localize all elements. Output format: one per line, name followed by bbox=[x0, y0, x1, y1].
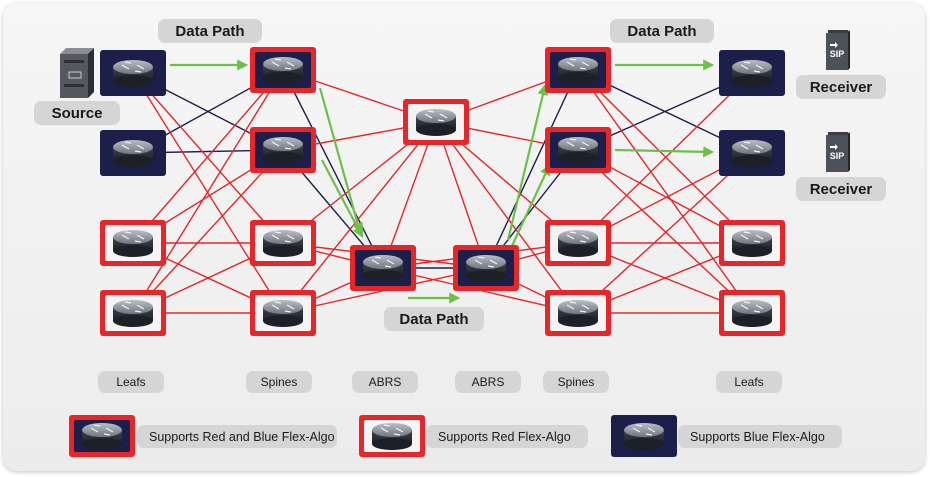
receiver-label-top: Receiver bbox=[796, 75, 886, 99]
router-icon bbox=[250, 127, 316, 173]
router-icon bbox=[350, 245, 416, 291]
legend-blue-icon bbox=[611, 415, 677, 457]
server-icon bbox=[60, 48, 94, 98]
router-icon bbox=[545, 47, 611, 93]
arrow-abr-to-spine-2 bbox=[511, 164, 551, 247]
column-label-abrs-left: ABRS bbox=[352, 371, 418, 393]
column-label-abrs-right: ABRS bbox=[455, 371, 521, 393]
legend-red-label: Supports Red Flex-Algo bbox=[426, 425, 588, 448]
nodes bbox=[100, 47, 785, 336]
svg-text:SIP: SIP bbox=[830, 151, 845, 161]
links-right-spine-leaf bbox=[577, 69, 753, 314]
column-label-spines-left: Spines bbox=[246, 371, 312, 393]
router-icon bbox=[719, 290, 785, 336]
data-path-label-right: Data Path bbox=[610, 19, 714, 43]
arrow-spine-to-abr-2 bbox=[321, 159, 364, 238]
arrow-spine-to-receiver-2 bbox=[614, 146, 715, 158]
router-icon bbox=[250, 47, 316, 93]
router-icon bbox=[100, 290, 166, 336]
router-icon bbox=[453, 245, 519, 291]
arrow-spine-to-abr-1 bbox=[318, 87, 363, 235]
router-icon bbox=[719, 130, 785, 176]
legend-blue-label: Supports Blue Flex-Algo bbox=[678, 425, 842, 448]
column-label-spines-right: Spines bbox=[543, 371, 609, 393]
sip-icon: SIP bbox=[826, 132, 850, 172]
router-icon bbox=[545, 127, 611, 173]
source-label: Source bbox=[34, 101, 120, 125]
legend-red-blue-icon bbox=[69, 415, 135, 457]
router-icon bbox=[545, 220, 611, 266]
arrow-abr-to-spine-1 bbox=[506, 83, 549, 241]
data-path-label-left: Data Path bbox=[158, 19, 262, 43]
router-icon bbox=[250, 220, 316, 266]
router-icon bbox=[719, 50, 785, 96]
router-icon bbox=[250, 290, 316, 336]
column-label-leafs-right: Leafs bbox=[716, 371, 782, 393]
router-icon bbox=[403, 99, 469, 145]
router-icon bbox=[545, 290, 611, 336]
router-icon bbox=[100, 50, 166, 96]
router-icon bbox=[100, 130, 166, 176]
data-path-label-bottom: Data Path bbox=[384, 307, 484, 331]
router-icon bbox=[719, 220, 785, 266]
column-label-leafs-left: Leafs bbox=[98, 371, 164, 393]
links-left-leaf-spine bbox=[132, 69, 284, 314]
legend-red-icon bbox=[359, 415, 425, 457]
legend-red-blue-label: Supports Red and Blue Flex-Algo bbox=[137, 425, 337, 448]
svg-text:SIP: SIP bbox=[830, 49, 845, 59]
data-path-arrows bbox=[170, 59, 715, 304]
receiver-label-bottom: Receiver bbox=[796, 177, 886, 201]
router-icon bbox=[100, 220, 166, 266]
sip-icon: SIP bbox=[826, 30, 850, 70]
